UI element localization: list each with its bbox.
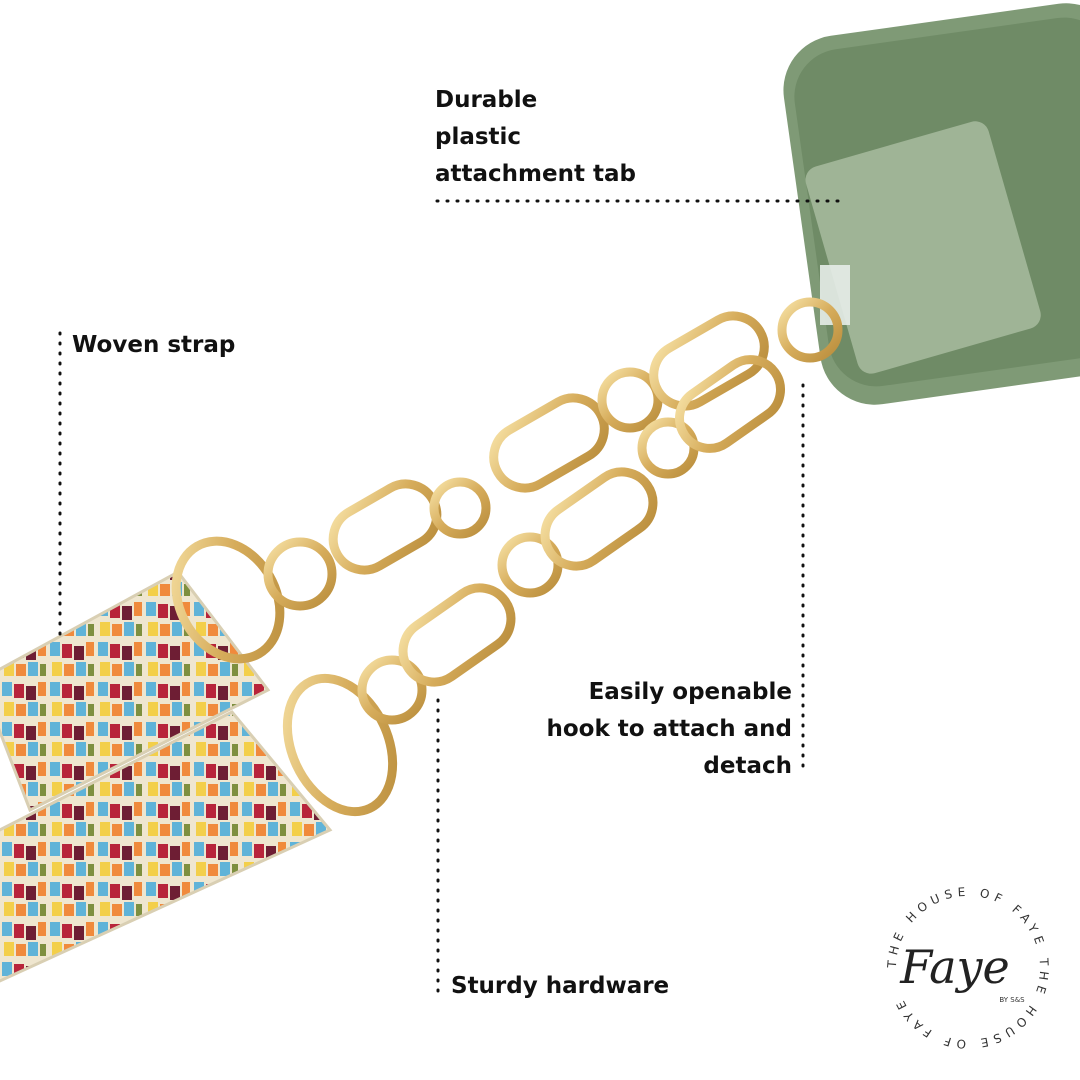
oval-link <box>649 311 769 411</box>
logo-byline: BY S&S <box>999 996 1025 1004</box>
oval-link <box>398 583 516 687</box>
oval-link <box>489 393 609 493</box>
brand-logo: THE HOUSE OF FAYE THE HOUSE OF FAYE Faye… <box>885 885 1047 1051</box>
label-hook: Easily openable hook to attach and detac… <box>546 679 793 779</box>
oval-link <box>328 479 442 575</box>
strap-ring-lower <box>282 673 398 817</box>
label-woven-strap: Woven strap <box>72 332 236 358</box>
jump-ring <box>357 655 427 725</box>
oval-link <box>540 467 658 571</box>
woven-strap-lower <box>0 710 333 983</box>
jump-ring <box>429 477 491 539</box>
jump-ring <box>263 537 337 611</box>
woven-strap-upper <box>0 570 271 813</box>
attachment-tab <box>805 121 1041 374</box>
spring-hook <box>777 297 843 363</box>
label-hardware: Sturdy hardware <box>451 973 670 999</box>
chain-hardware <box>171 297 843 817</box>
oval-link <box>675 355 785 453</box>
logo-name: Faye <box>899 940 1009 994</box>
label-attachment-tab: Durable plastic attachment tab <box>435 87 636 187</box>
jump-ring <box>597 367 663 433</box>
callout-lines <box>58 199 842 1002</box>
phone-case <box>783 3 1080 405</box>
